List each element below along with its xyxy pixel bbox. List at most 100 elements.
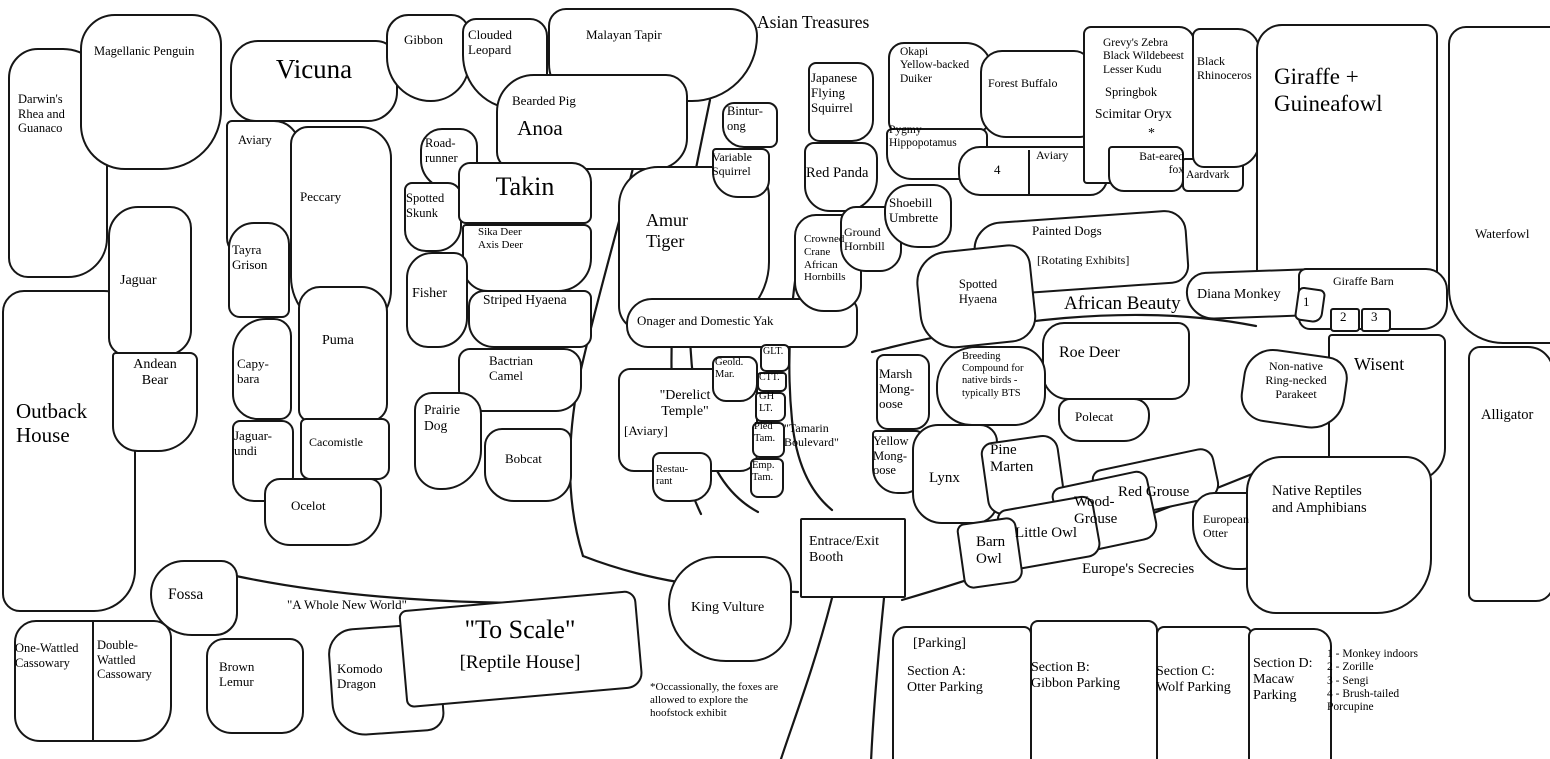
marker-4-label: 4 [994, 162, 1001, 177]
roe-deer [1042, 322, 1190, 400]
marker-1-label: 1 [1303, 294, 1310, 309]
to-scale-label: "To Scale" [464, 615, 576, 644]
marsh-mongoose [876, 354, 930, 430]
pied-tamarin-label: Pied Tam. [754, 421, 776, 445]
hoofstock-footnote: *Occassionally, the foxes are allowed to… [650, 681, 779, 719]
marker-legend: 1 - Monkey indoors 2 - Zorille 3 - Sengi… [1327, 648, 1419, 714]
bactrian-camel-label: Bactrian Camel [489, 353, 534, 384]
fossa-label: Fossa [168, 586, 204, 603]
peccary-label: Peccary [300, 189, 342, 204]
gh-lt-tamarin [755, 392, 786, 422]
binturong-label: Bintur- ong [727, 104, 763, 133]
shoebill-umbrette-label: Shoebill Umbrette [889, 195, 939, 226]
yellow-mongoose-label: Yellow Mong- oose [873, 434, 909, 477]
jaguar-label: Jaguar [120, 273, 157, 288]
parking-section-b [1030, 620, 1158, 759]
parking-a-label: Section A: Otter Parking [907, 664, 983, 696]
bactrian-camel [458, 348, 582, 412]
gibbon [386, 14, 470, 102]
derelict-temple-label: "Derelict Temple" [659, 388, 711, 420]
waterfowl [1448, 26, 1550, 344]
binturong [722, 102, 778, 148]
prairie-dog-label: Prairie Dog [424, 402, 460, 433]
forest-buffalo-label: Forest Buffalo [988, 76, 1058, 90]
marker-3 [1361, 308, 1391, 332]
bobcat [484, 428, 572, 502]
anoa-label: Anoa [517, 116, 563, 140]
geoldis-marmoset-label: Geold. Mar. [715, 357, 744, 381]
jaguar [108, 206, 192, 356]
lynx-label: Lynx [929, 470, 960, 486]
fisher-label: Fisher [412, 286, 447, 301]
magellanic-penguin [80, 14, 222, 170]
parking-section-d-label: Section D: Macaw Parking [1253, 656, 1313, 704]
onager-and-domestic-yak-label: Onager and Domestic Yak [637, 313, 774, 328]
parking-section-c-label: Section C: Wolf Parking [1156, 664, 1231, 696]
alligator-label: Alligator [1481, 407, 1534, 423]
cacomistle [300, 418, 390, 480]
roe-deer-label: Roe Deer [1059, 344, 1120, 361]
tayra-grison-label: Tayra Grison [232, 242, 268, 273]
non-native-ring-necked-parakeet-label: Non-native Ring-necked Parakeet [1265, 359, 1327, 401]
pied-tamarin [752, 422, 785, 458]
gibbon-label: Gibbon [404, 32, 443, 47]
breeding-compound [936, 346, 1046, 426]
cotton-top-tamarin [757, 372, 787, 392]
marker-2-label: 2 [1340, 309, 1347, 324]
asian-treasures-title: Asian Treasures [757, 12, 870, 32]
marsh-mongoose-label: Marsh Mong- oose [879, 366, 915, 412]
painted-dogs-label: Painted Dogs [1032, 223, 1102, 238]
walkway-exit-left [779, 596, 834, 759]
parking-section-a [892, 626, 1032, 759]
bat-eared-fox-label: Bat-eared fox [1139, 151, 1184, 177]
pine-marten-label: Pine Marten [990, 442, 1034, 476]
ocelot [264, 478, 382, 546]
malayan-tapir-label: Malayan Tapir [586, 27, 662, 42]
sika-axis-deer [462, 224, 592, 292]
rotating-exhibits-label: [Rotating Exhibits] [1037, 253, 1130, 267]
jaguarundi-label: Jaguar- undi [234, 428, 272, 459]
prairie-dog [414, 392, 482, 490]
african-beauty-title: African Beauty [1064, 293, 1181, 314]
a-whole-new-world-label: "A Whole New World" [287, 597, 407, 612]
parking-section-d [1248, 628, 1332, 759]
amur-tiger-label: Amur Tiger [646, 210, 688, 251]
giraffe-guineafowl [1256, 24, 1438, 294]
ground-hornbill-label: Ground Hornbill [844, 225, 885, 253]
bat-eared-fox [1108, 146, 1184, 192]
marker-2 [1330, 308, 1360, 332]
magellanic-penguin-label: Magellanic Penguin [94, 44, 195, 58]
capybara [232, 318, 292, 420]
parking-section-b-label: Section B: Gibbon Parking [1031, 660, 1121, 692]
grevys-zebra-label: Grevy's Zebra Black Wildebeest Lesser Ku… [1103, 37, 1184, 76]
europes-secrecies-title: Europe's Secrecies [1082, 561, 1195, 577]
giraffe-guineafowl-label: Giraffe + Guineafowl [1274, 64, 1383, 116]
capybara-label: Capy- bara [237, 356, 269, 387]
one-wattled-cassowary-label: One-Wattled Cassowary [15, 641, 79, 670]
cotton-top-tamarin-label: CTT. [759, 372, 780, 383]
ocelot-label: Ocelot [291, 498, 326, 513]
restaurant [652, 452, 712, 502]
black-rhinoceros-label: Black Rhinoceros [1197, 54, 1252, 82]
golden-lion-tamarin [760, 344, 790, 372]
forest-buffalo [980, 50, 1092, 138]
aviary-divider [1028, 150, 1030, 194]
okapi-yellow-backed-duiker-label: Okapi Yellow-backed Duiker [900, 46, 970, 85]
native-reptiles-amphibians-label: Native Reptiles and Amphibians [1272, 483, 1367, 516]
king-vulture-label: King Vulture [691, 600, 765, 615]
black-rhinoceros [1192, 28, 1260, 168]
emperor-tamarin [750, 458, 784, 498]
striped-hyaena [468, 290, 592, 348]
pygmy-hippopotamus-label: Pygmy Hippopotamus [889, 124, 957, 150]
entrance-exit-booth [800, 518, 906, 598]
alligator [1468, 346, 1550, 602]
japanese-flying-squirrel-label: Japanese Flying Squirrel [811, 70, 858, 116]
aviary-africa-label: Aviary [1036, 148, 1069, 162]
scimitar-oryx-label: Scimitar Oryx [1095, 106, 1172, 121]
komodo-dragon-label: Komodo Dragon [337, 661, 383, 692]
tamarin-boulevard-label: "Tamarin Boulevard" [784, 421, 839, 449]
vicuna [230, 40, 398, 122]
fox-asterisk-label: * [1148, 126, 1155, 141]
bearded-pig-anoa [496, 74, 688, 170]
